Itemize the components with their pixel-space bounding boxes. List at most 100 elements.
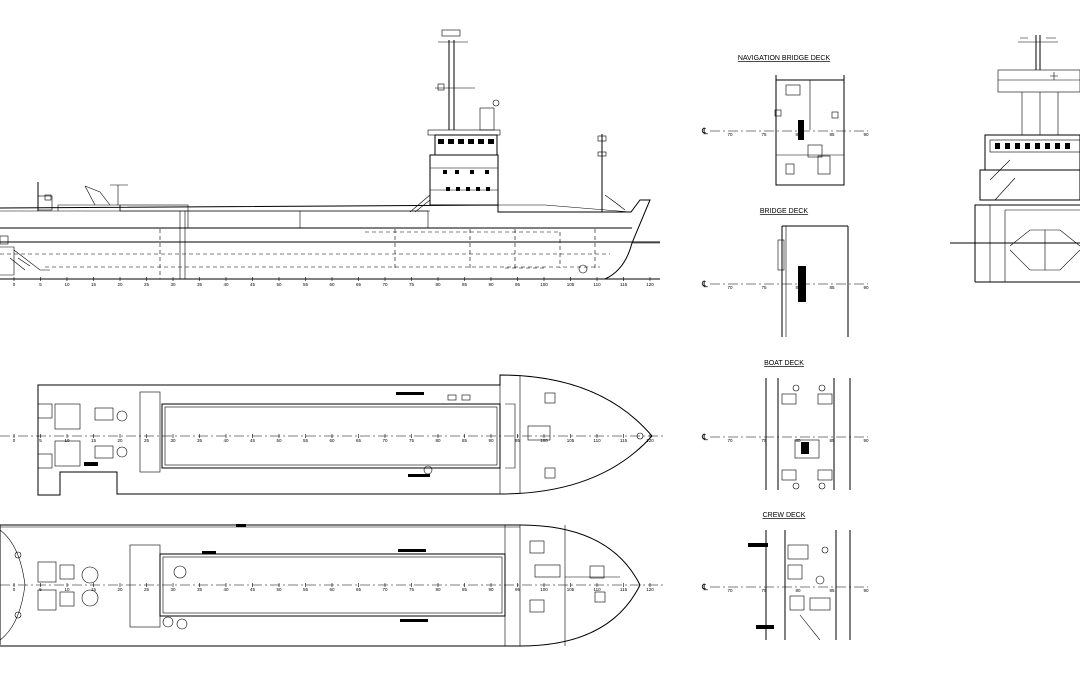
frame-number: 80 (795, 132, 801, 137)
frame-number: 110 (593, 438, 601, 443)
frame-number: 90 (863, 438, 869, 443)
frame-number: 15 (91, 282, 97, 287)
frame-number: 70 (727, 285, 733, 290)
frame-number: 35 (197, 587, 203, 592)
frame-number: 45 (250, 438, 256, 443)
frame-number: 90 (488, 282, 494, 287)
frame-number: 50 (276, 282, 282, 287)
frame-number: 5 (39, 438, 42, 443)
frame-number: 60 (329, 587, 335, 592)
frame-number: 20 (117, 438, 123, 443)
frame-number: 65 (356, 438, 362, 443)
frame-number: 0 (13, 282, 16, 287)
frame-number: 75 (761, 285, 767, 290)
frame-number: 25 (144, 282, 150, 287)
front-elevation (950, 35, 1080, 283)
frame-number: 115 (620, 282, 628, 287)
frame-number: 35 (197, 282, 203, 287)
frame-number: 55 (303, 587, 309, 592)
frame-number: 60 (329, 282, 335, 287)
frame-number: 90 (863, 588, 869, 593)
frame-number: 100 (540, 282, 548, 287)
frame-number: 85 (829, 132, 835, 137)
frame-number: 70 (727, 132, 733, 137)
frame-number: 75 (761, 132, 767, 137)
frame-number: 80 (795, 588, 801, 593)
frame-number: 85 (829, 285, 835, 290)
frame-number: 70 (382, 438, 388, 443)
frame-number: 85 (829, 588, 835, 593)
frame-number: 45 (250, 587, 256, 592)
frame-number: 120 (646, 438, 654, 443)
frame-number: 65 (356, 587, 362, 592)
frame-number: 25 (144, 438, 150, 443)
frame-number: 80 (435, 282, 441, 287)
frame-number: 120 (646, 282, 654, 287)
frame-number: 40 (223, 438, 229, 443)
frame-number: 45 (250, 282, 256, 287)
frame-number: 35 (197, 438, 203, 443)
frame-number: 90 (863, 285, 869, 290)
frame-number: 50 (276, 438, 282, 443)
frame-number: 85 (829, 438, 835, 443)
frame-number: 105 (567, 438, 575, 443)
title-navigation-bridge-deck: NAVIGATION BRIDGE DECK (738, 55, 831, 62)
frame-number: 30 (170, 587, 176, 592)
frame-number: 10 (64, 587, 70, 592)
centerline-symbol: ℄ (701, 127, 708, 137)
deck-details: NAVIGATION BRIDGE DECK BRIDGE DECK BOAT … (701, 55, 869, 641)
frame-number: 75 (761, 588, 767, 593)
frame-number: 80 (795, 285, 801, 290)
frame-number: 80 (435, 438, 441, 443)
frame-number: 10 (64, 438, 70, 443)
frame-number: 100 (540, 587, 548, 592)
frame-number: 15 (91, 438, 97, 443)
frame-number: 115 (620, 587, 628, 592)
frame-number: 60 (329, 438, 335, 443)
frame-number: 95 (515, 282, 521, 287)
title-bridge-deck: BRIDGE DECK (760, 208, 809, 215)
frame-number: 55 (303, 438, 309, 443)
frame-number: 105 (567, 587, 575, 592)
frame-number: 20 (117, 282, 123, 287)
frame-number: 75 (409, 282, 415, 287)
frame-number: 0 (13, 438, 16, 443)
frame-number: 70 (382, 587, 388, 592)
centerline-symbol: ℄ (701, 433, 708, 443)
frame-number: 85 (462, 438, 468, 443)
frame-number: 70 (382, 282, 388, 287)
frame-number: 40 (223, 282, 229, 287)
frame-number: 25 (144, 587, 150, 592)
frame-number: 120 (646, 587, 654, 592)
frame-number: 90 (488, 438, 494, 443)
title-boat-deck: BOAT DECK (764, 360, 804, 367)
frame-number: 95 (515, 587, 521, 592)
frame-number: 80 (435, 587, 441, 592)
frame-number: 75 (409, 587, 415, 592)
frame-number: 70 (727, 588, 733, 593)
frame-number: 0 (13, 587, 16, 592)
frame-number: 40 (223, 587, 229, 592)
frame-number: 20 (117, 587, 123, 592)
frame-number: 30 (170, 282, 176, 287)
frame-number: 90 (488, 587, 494, 592)
frame-number: 15 (91, 587, 97, 592)
frame-number: 110 (593, 587, 601, 592)
frame-number: 30 (170, 438, 176, 443)
frame-number: 85 (462, 587, 468, 592)
frame-number: 95 (515, 438, 521, 443)
title-crew-deck: CREW DECK (763, 512, 806, 519)
frame-number: 110 (593, 282, 601, 287)
frame-number: 10 (64, 282, 70, 287)
frame-number: 75 (761, 438, 767, 443)
frame-number: 100 (540, 438, 548, 443)
frame-number: 115 (620, 438, 628, 443)
frame-number: 90 (863, 132, 869, 137)
frame-number: 70 (727, 438, 733, 443)
frame-number: 85 (462, 282, 468, 287)
centerline-symbol: ℄ (701, 280, 708, 290)
